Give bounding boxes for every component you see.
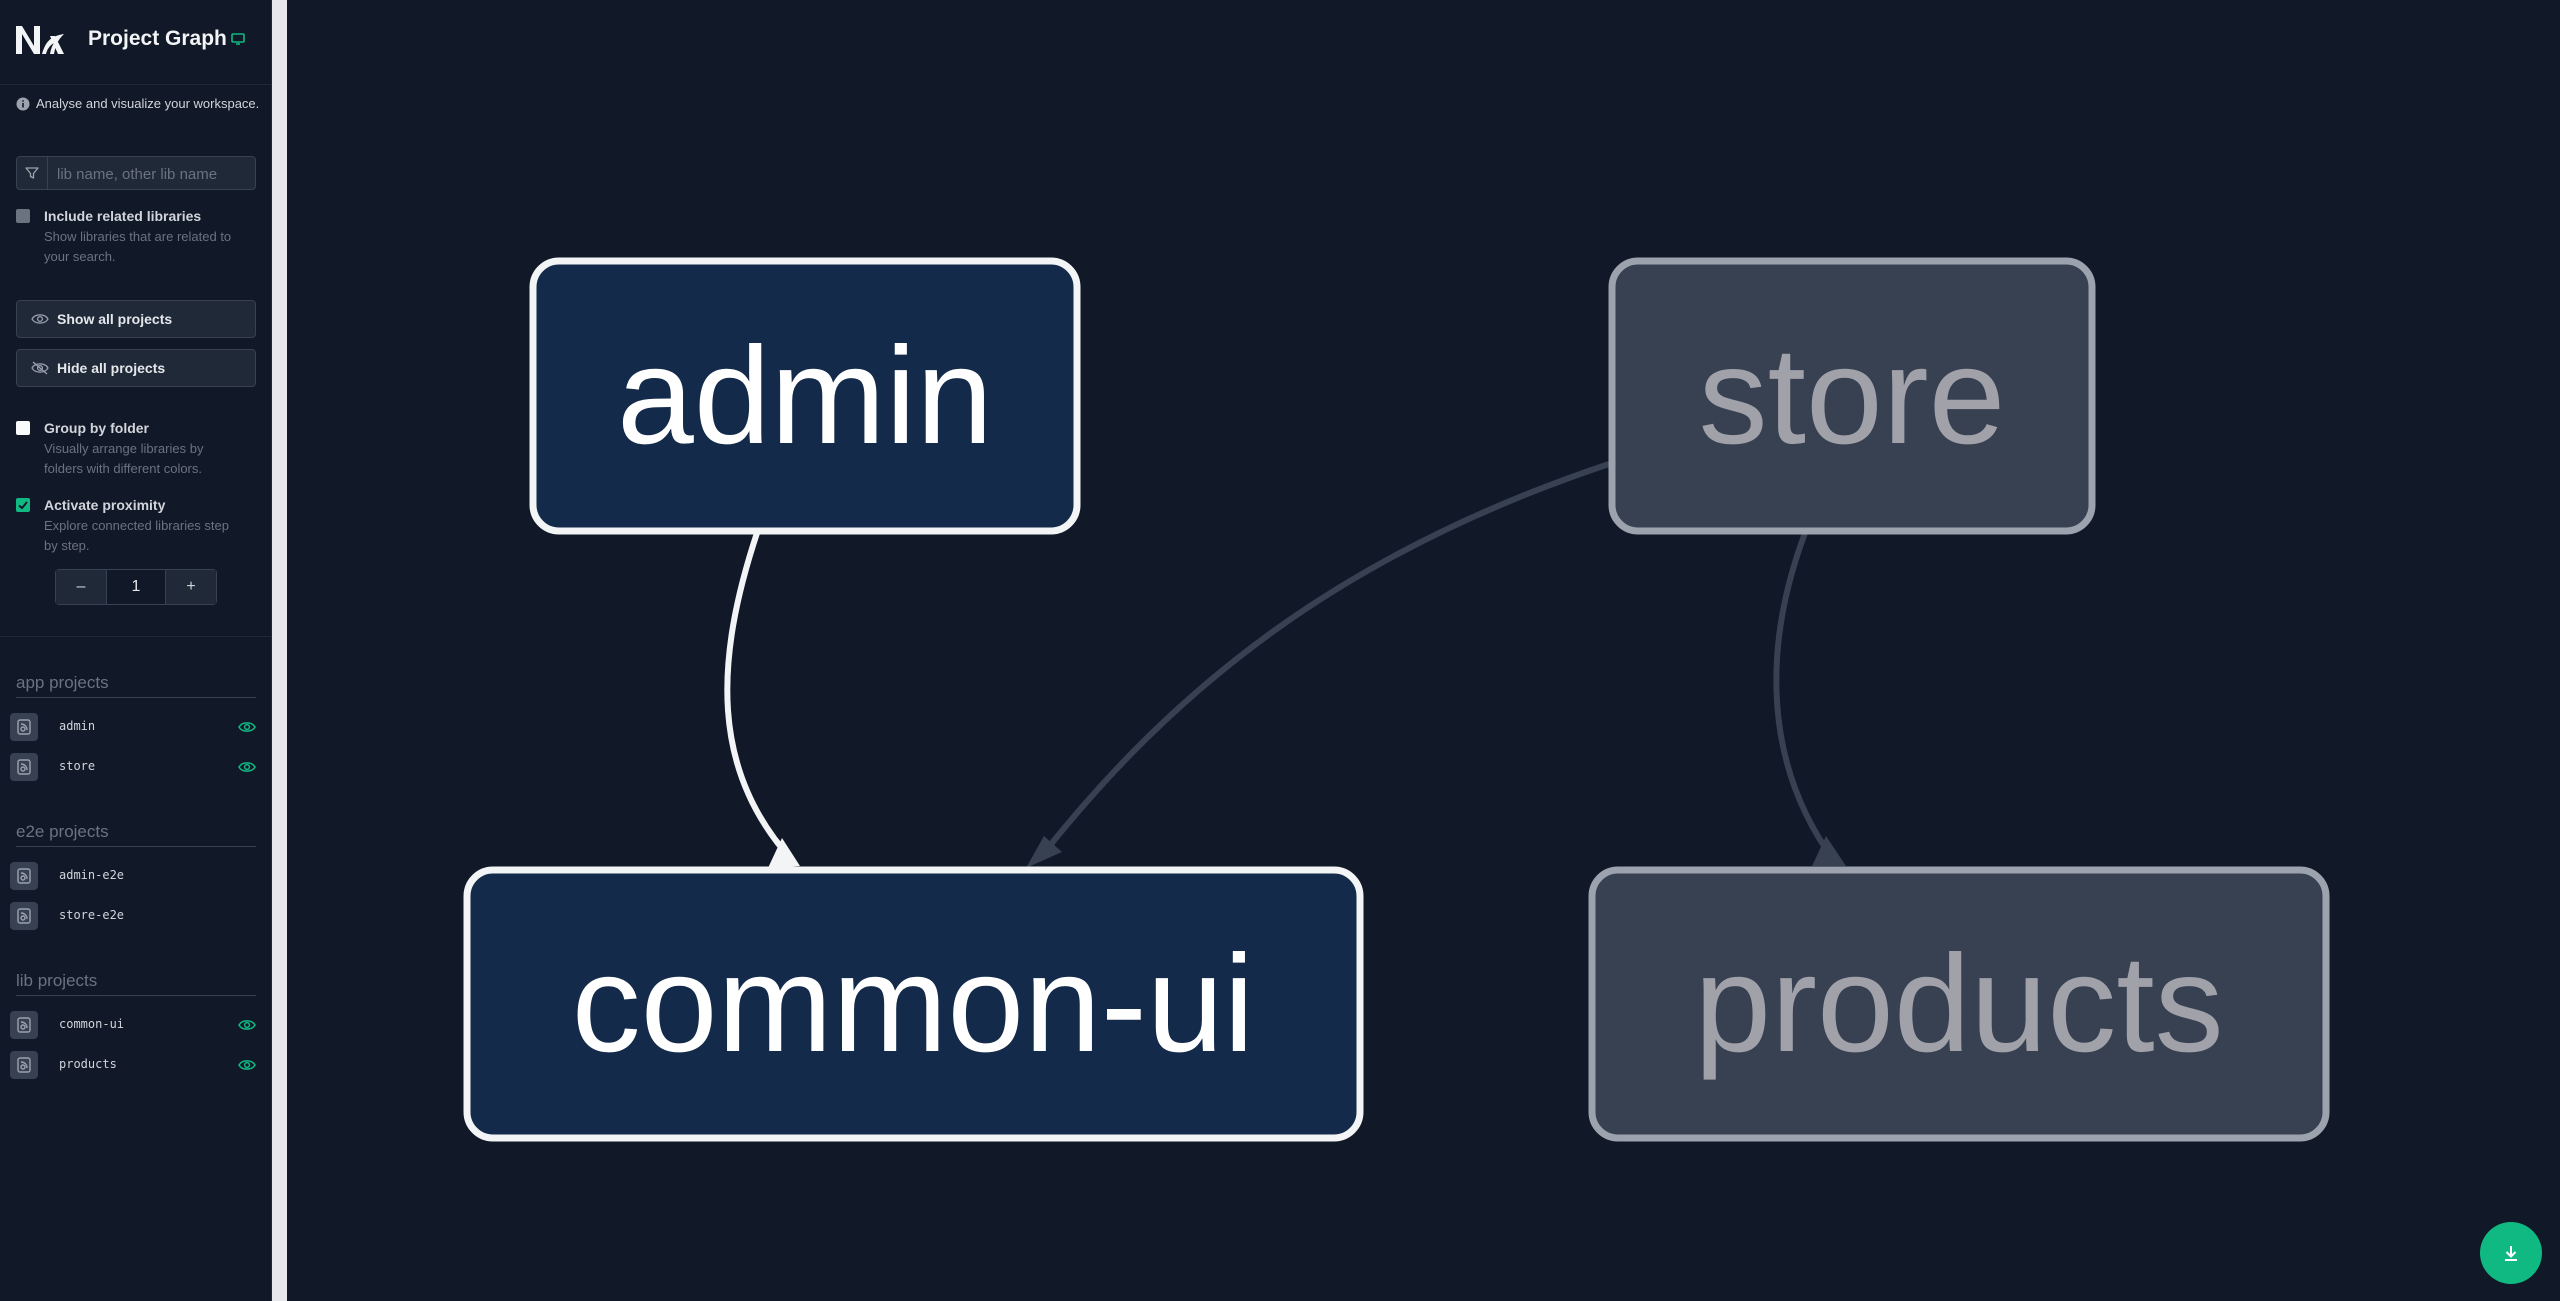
eye-icon[interactable] xyxy=(238,720,256,734)
edge-arrowhead xyxy=(1812,836,1846,866)
eye-icon[interactable] xyxy=(238,1018,256,1032)
proximity-value: 1 xyxy=(131,578,141,595)
project-item-products[interactable]: products xyxy=(10,1051,260,1081)
project-name: admin-e2e xyxy=(59,868,125,882)
eye-icon xyxy=(31,314,49,324)
project-name: store xyxy=(59,759,96,773)
sidebar-header: Project Graph xyxy=(0,0,271,85)
group-by-folder-desc: Visually arrange libraries by folders wi… xyxy=(44,441,204,476)
project-name: admin xyxy=(59,719,96,733)
project-name: store-e2e xyxy=(59,908,125,922)
proximity-desc: Explore connected libraries step by step… xyxy=(44,518,229,553)
project-icon[interactable] xyxy=(10,753,38,781)
info-icon xyxy=(16,97,30,111)
project-item-store-e2e[interactable]: store-e2e xyxy=(10,902,260,932)
project-name: common-ui xyxy=(59,1017,125,1031)
eye-off-icon xyxy=(31,361,49,375)
node-label: admin xyxy=(617,319,993,473)
filter-icon xyxy=(17,157,48,189)
eye-icon[interactable] xyxy=(238,760,256,774)
edge-store-to-common-ui[interactable] xyxy=(1037,460,1613,860)
project-item-admin-e2e[interactable]: admin-e2e xyxy=(10,862,260,892)
hide-all-projects-button[interactable]: Hide all projects xyxy=(16,349,256,387)
graph-node-store[interactable]: store xyxy=(1608,257,2096,535)
proximity-label: Activate proximity xyxy=(44,497,166,513)
download-icon xyxy=(2505,1246,2517,1261)
search-input[interactable] xyxy=(55,162,255,186)
edge-admin-to-common-ui[interactable] xyxy=(724,532,795,863)
decrement-button[interactable]: – xyxy=(56,570,107,604)
sidebar: Project Graph Analyse and visualize your… xyxy=(0,0,272,1301)
group-title-e2e: e2e projects xyxy=(16,822,256,847)
group-title-lib: lib projects xyxy=(16,971,256,996)
group-by-folder-checkbox[interactable] xyxy=(16,421,30,435)
project-icon[interactable] xyxy=(10,1051,38,1079)
sidebar-resize-handle[interactable] xyxy=(272,0,287,1301)
info-text: Analyse and visualize your workspace. xyxy=(36,96,260,111)
edge-arrowhead xyxy=(1026,836,1062,868)
desktop-icon[interactable] xyxy=(230,31,246,47)
increment-button[interactable]: + xyxy=(165,570,216,604)
edge-arrowhead xyxy=(768,838,800,868)
include-related-desc: Show libraries that are related to your … xyxy=(44,229,232,264)
project-icon[interactable] xyxy=(10,862,38,890)
project-item-admin[interactable]: admin xyxy=(10,713,260,743)
project-item-common-ui[interactable]: common-ui xyxy=(10,1011,260,1041)
edge-store-to-products[interactable] xyxy=(1773,531,1838,864)
project-icon[interactable] xyxy=(10,713,38,741)
nx-logo xyxy=(16,26,64,54)
download-button[interactable] xyxy=(2480,1222,2542,1284)
project-icon[interactable] xyxy=(10,1011,38,1039)
divider xyxy=(0,636,271,637)
group-by-folder-label: Group by folder xyxy=(44,420,149,436)
check-icon xyxy=(18,501,28,510)
node-label: common-ui xyxy=(572,927,1255,1081)
proximity-stepper: – 1 + xyxy=(55,569,217,605)
hide-all-label: Hide all projects xyxy=(57,360,166,376)
include-related-checkbox[interactable] xyxy=(16,209,30,223)
project-item-store[interactable]: store xyxy=(10,753,260,783)
project-icon[interactable] xyxy=(10,902,38,930)
show-all-label: Show all projects xyxy=(57,311,173,327)
search-box xyxy=(16,156,256,190)
include-related-label: Include related libraries xyxy=(44,208,202,224)
graph-node-common-ui[interactable]: common-ui xyxy=(463,866,1364,1142)
node-label: store xyxy=(1699,319,2006,473)
proximity-checkbox[interactable] xyxy=(16,498,30,512)
group-title-app: app projects xyxy=(16,673,256,698)
app-title: Project Graph xyxy=(88,27,227,50)
project-name: products xyxy=(59,1057,117,1071)
graph-node-admin[interactable]: admin xyxy=(529,257,1081,535)
node-label: products xyxy=(1694,927,2223,1081)
info-row: Analyse and visualize your workspace. xyxy=(16,96,266,111)
show-all-projects-button[interactable]: Show all projects xyxy=(16,300,256,338)
eye-icon[interactable] xyxy=(238,1058,256,1072)
graph-node-products[interactable]: products xyxy=(1588,866,2330,1142)
